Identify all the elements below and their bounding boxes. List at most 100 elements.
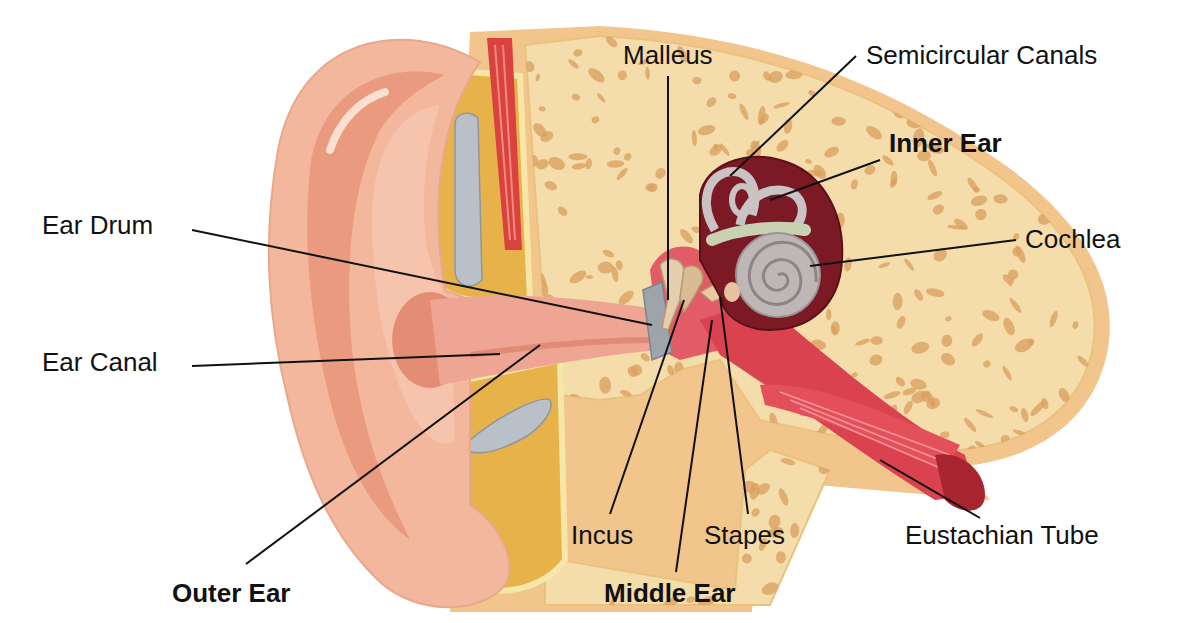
- part-label: Eustachian Tube: [905, 520, 1099, 550]
- bone-pore: [1001, 365, 1014, 382]
- bone-pore: [1020, 139, 1039, 156]
- bone-pore: [831, 321, 840, 335]
- bone-pore: [1038, 178, 1050, 195]
- bone-pore: [639, 352, 651, 363]
- region-label: Middle Ear: [604, 578, 735, 608]
- bone-pore: [881, 27, 893, 39]
- bone-pore: [1004, 555, 1024, 567]
- bone-pore: [1005, 552, 1017, 564]
- bone-pore: [910, 340, 930, 356]
- bone-pore: [556, 205, 569, 218]
- bone-pore: [1103, 495, 1116, 506]
- bone-pore: [1030, 595, 1045, 616]
- bone-pore: [947, 224, 965, 230]
- bone-pore: [894, 501, 906, 510]
- bone-pore: [776, 551, 786, 563]
- bone-pore: [982, 359, 992, 369]
- bone-pore: [798, 580, 809, 590]
- bone-pore: [780, 457, 796, 467]
- bone-pore: [679, 418, 692, 426]
- bone-pore: [645, 417, 664, 424]
- bone-pore: [579, 501, 592, 512]
- bone-pore: [535, 73, 541, 81]
- bone-pore: [1050, 449, 1057, 458]
- bone-pore: [599, 376, 612, 394]
- bone-pore: [1058, 167, 1073, 176]
- bone-pore: [1013, 336, 1035, 355]
- bone-pore: [781, 573, 799, 585]
- bone-pore: [975, 408, 994, 420]
- bone-pore: [586, 65, 607, 85]
- bone-pore: [517, 28, 529, 39]
- bone-pore: [666, 378, 680, 394]
- bone-pore: [653, 166, 668, 181]
- bone-pore: [1065, 474, 1083, 488]
- pinna-highlight: [330, 92, 385, 150]
- part-label: Ear Canal: [42, 347, 158, 377]
- bone-pore: [707, 142, 724, 158]
- bone-pore: [826, 309, 831, 320]
- bone-pore: [1048, 310, 1059, 328]
- bone-pore: [1090, 486, 1105, 503]
- bone-pore: [768, 412, 779, 430]
- bone-pore: [522, 601, 533, 612]
- bone-pore: [702, 389, 720, 411]
- bone-pore: [857, 71, 869, 83]
- bone-pore: [843, 257, 852, 272]
- bone-pore: [952, 217, 969, 232]
- eustachian-fibre: [780, 392, 950, 468]
- bone-pore: [692, 77, 702, 85]
- bone-pore: [666, 364, 676, 377]
- bone-pore: [909, 377, 928, 391]
- bone-pore: [892, 107, 907, 120]
- ear-canal: [430, 296, 660, 385]
- bone-pore: [1058, 460, 1067, 472]
- ear-canal-shade: [470, 340, 655, 355]
- round-window: [724, 282, 740, 302]
- cartilage-core: [455, 113, 482, 286]
- bone-pore: [596, 92, 607, 104]
- bone-pore: [805, 158, 813, 164]
- bone-pore: [585, 158, 593, 170]
- bone-pore: [831, 116, 846, 126]
- bone-pore: [1048, 152, 1067, 166]
- bone-pore: [1012, 247, 1021, 257]
- bone-pore: [939, 351, 958, 369]
- bone-pore: [1035, 497, 1045, 507]
- bone-pore: [848, 489, 867, 508]
- bone-pore: [1068, 27, 1076, 35]
- bone-pore: [872, 498, 881, 504]
- cochlea: [736, 233, 820, 317]
- bone-pore: [1106, 278, 1120, 291]
- bone-pore: [945, 316, 953, 322]
- bone-pore: [727, 68, 742, 83]
- bone-pore: [1031, 500, 1049, 512]
- bone-pore: [623, 152, 633, 162]
- bone-pore: [997, 23, 1015, 38]
- part-label: Malleus: [623, 40, 713, 70]
- eustachian-tube: [700, 300, 975, 500]
- bone-pore: [906, 117, 923, 129]
- bone-pore: [522, 59, 536, 74]
- bone-pore: [1009, 405, 1019, 413]
- bone-pore: [1085, 143, 1106, 161]
- bone-pore: [921, 390, 929, 401]
- bone-pore: [698, 417, 707, 434]
- bone-pore: [667, 404, 680, 417]
- bone-pore: [963, 75, 975, 87]
- bone-pore: [993, 194, 1008, 204]
- bone-pore: [1054, 571, 1069, 586]
- bone-pore: [1032, 164, 1045, 177]
- bone-pore: [845, 68, 862, 86]
- bone-pore: [970, 332, 985, 349]
- part-label: Stapes: [704, 520, 785, 550]
- bone-pore: [838, 540, 848, 549]
- bone-pore: [890, 480, 904, 493]
- bone-pore: [1097, 77, 1107, 86]
- bone-pore: [809, 557, 827, 573]
- bone-pore: [815, 571, 834, 591]
- tube-end: [935, 454, 985, 510]
- bone-pore: [785, 70, 803, 80]
- bone-pore: [883, 534, 892, 541]
- bone-pore: [1066, 133, 1085, 148]
